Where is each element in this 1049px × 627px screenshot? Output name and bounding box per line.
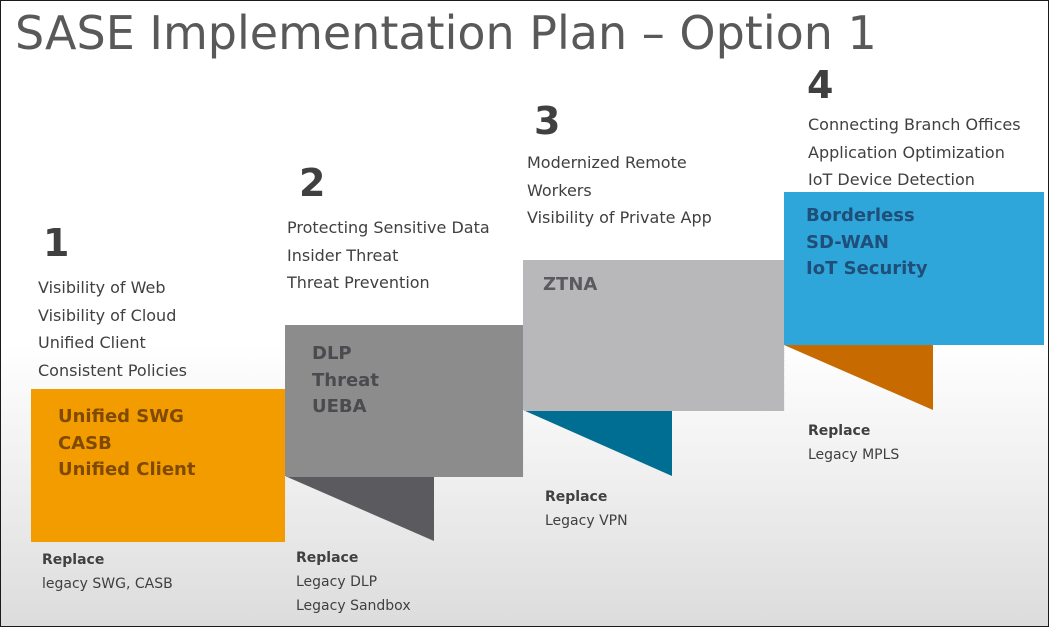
step-3-block-line: ZTNA — [543, 274, 598, 295]
step-4-shadow — [784, 345, 933, 410]
step-3-block: ZTNA — [523, 260, 784, 411]
step-3-shadow — [523, 410, 672, 476]
feature-item: Protecting Sensitive Data — [287, 218, 490, 237]
replace-label: Replace — [808, 423, 871, 439]
step-3-number: 3 — [534, 99, 561, 143]
step-2-features: Protecting Sensitive Data Insider Threat… — [287, 214, 490, 297]
step-4-block-line: Borderless — [806, 205, 915, 226]
step-1-block-line: Unified SWG — [58, 406, 184, 427]
step-2-block-line: Threat — [312, 369, 379, 391]
replace-item: Legacy DLP — [296, 574, 378, 590]
step-3-replace: Replace Legacy VPN — [545, 485, 628, 533]
feature-item: Consistent Policies — [38, 360, 188, 380]
step-2-shadow — [285, 476, 434, 541]
step-2-replace: Replace Legacy DLP Legacy Sandbox — [296, 546, 411, 618]
step-2-block: DLP Threat UEBA — [285, 325, 523, 477]
step-2-block-line: DLP — [312, 343, 352, 364]
step-3-features: Modernized Remote Workers Visibility of … — [527, 149, 712, 232]
feature-item: Visibility of Cloud — [38, 305, 177, 325]
step-1-number: 1 — [43, 221, 70, 265]
step-1-features: Visibility of Web Visibility of Cloud Un… — [38, 274, 187, 384]
step-1-block-line: Unified Client — [58, 459, 196, 480]
feature-item: Visibility of Private App — [527, 208, 712, 227]
step-4-block: Borderless SD-WAN IoT Security — [784, 192, 1044, 345]
replace-item: legacy SWG, CASB — [42, 576, 173, 592]
step-4-divider — [784, 345, 785, 411]
step-1-block-line: CASB — [58, 432, 112, 454]
step-1-replace: Replace legacy SWG, CASB — [42, 548, 173, 596]
step-1-block: Unified SWG CASB Unified Client — [31, 389, 285, 542]
page-title: SASE Implementation Plan – Option 1 — [15, 6, 877, 60]
replace-item: Legacy VPN — [545, 513, 628, 529]
feature-item: Visibility of Web — [38, 278, 166, 297]
feature-item: Workers — [527, 180, 592, 200]
step-2-divider — [285, 476, 286, 542]
feature-item: Unified Client — [38, 333, 146, 352]
feature-item: Application Optimization — [808, 142, 1005, 162]
replace-item: Legacy MPLS — [808, 447, 900, 463]
step-4-features: Connecting Branch Offices Application Op… — [808, 111, 1021, 194]
feature-item: Modernized Remote — [527, 153, 687, 172]
step-2-block-line: UEBA — [312, 396, 367, 417]
replace-label: Replace — [42, 552, 105, 568]
replace-item: Legacy Sandbox — [296, 598, 411, 614]
feature-item: IoT Device Detection — [808, 170, 975, 189]
feature-item: Insider Threat — [287, 245, 399, 265]
step-3-divider — [523, 410, 524, 477]
step-4-block-line: SD-WAN — [806, 231, 889, 253]
feature-item: Threat Prevention — [287, 273, 430, 292]
feature-item: Connecting Branch Offices — [808, 115, 1021, 134]
step-4-replace: Replace Legacy MPLS — [808, 419, 899, 467]
step-4-number: 4 — [807, 63, 834, 107]
step-4-block-line: IoT Security — [806, 258, 928, 279]
replace-label: Replace — [296, 550, 359, 566]
replace-label: Replace — [545, 489, 608, 505]
step-2-number: 2 — [299, 161, 326, 205]
